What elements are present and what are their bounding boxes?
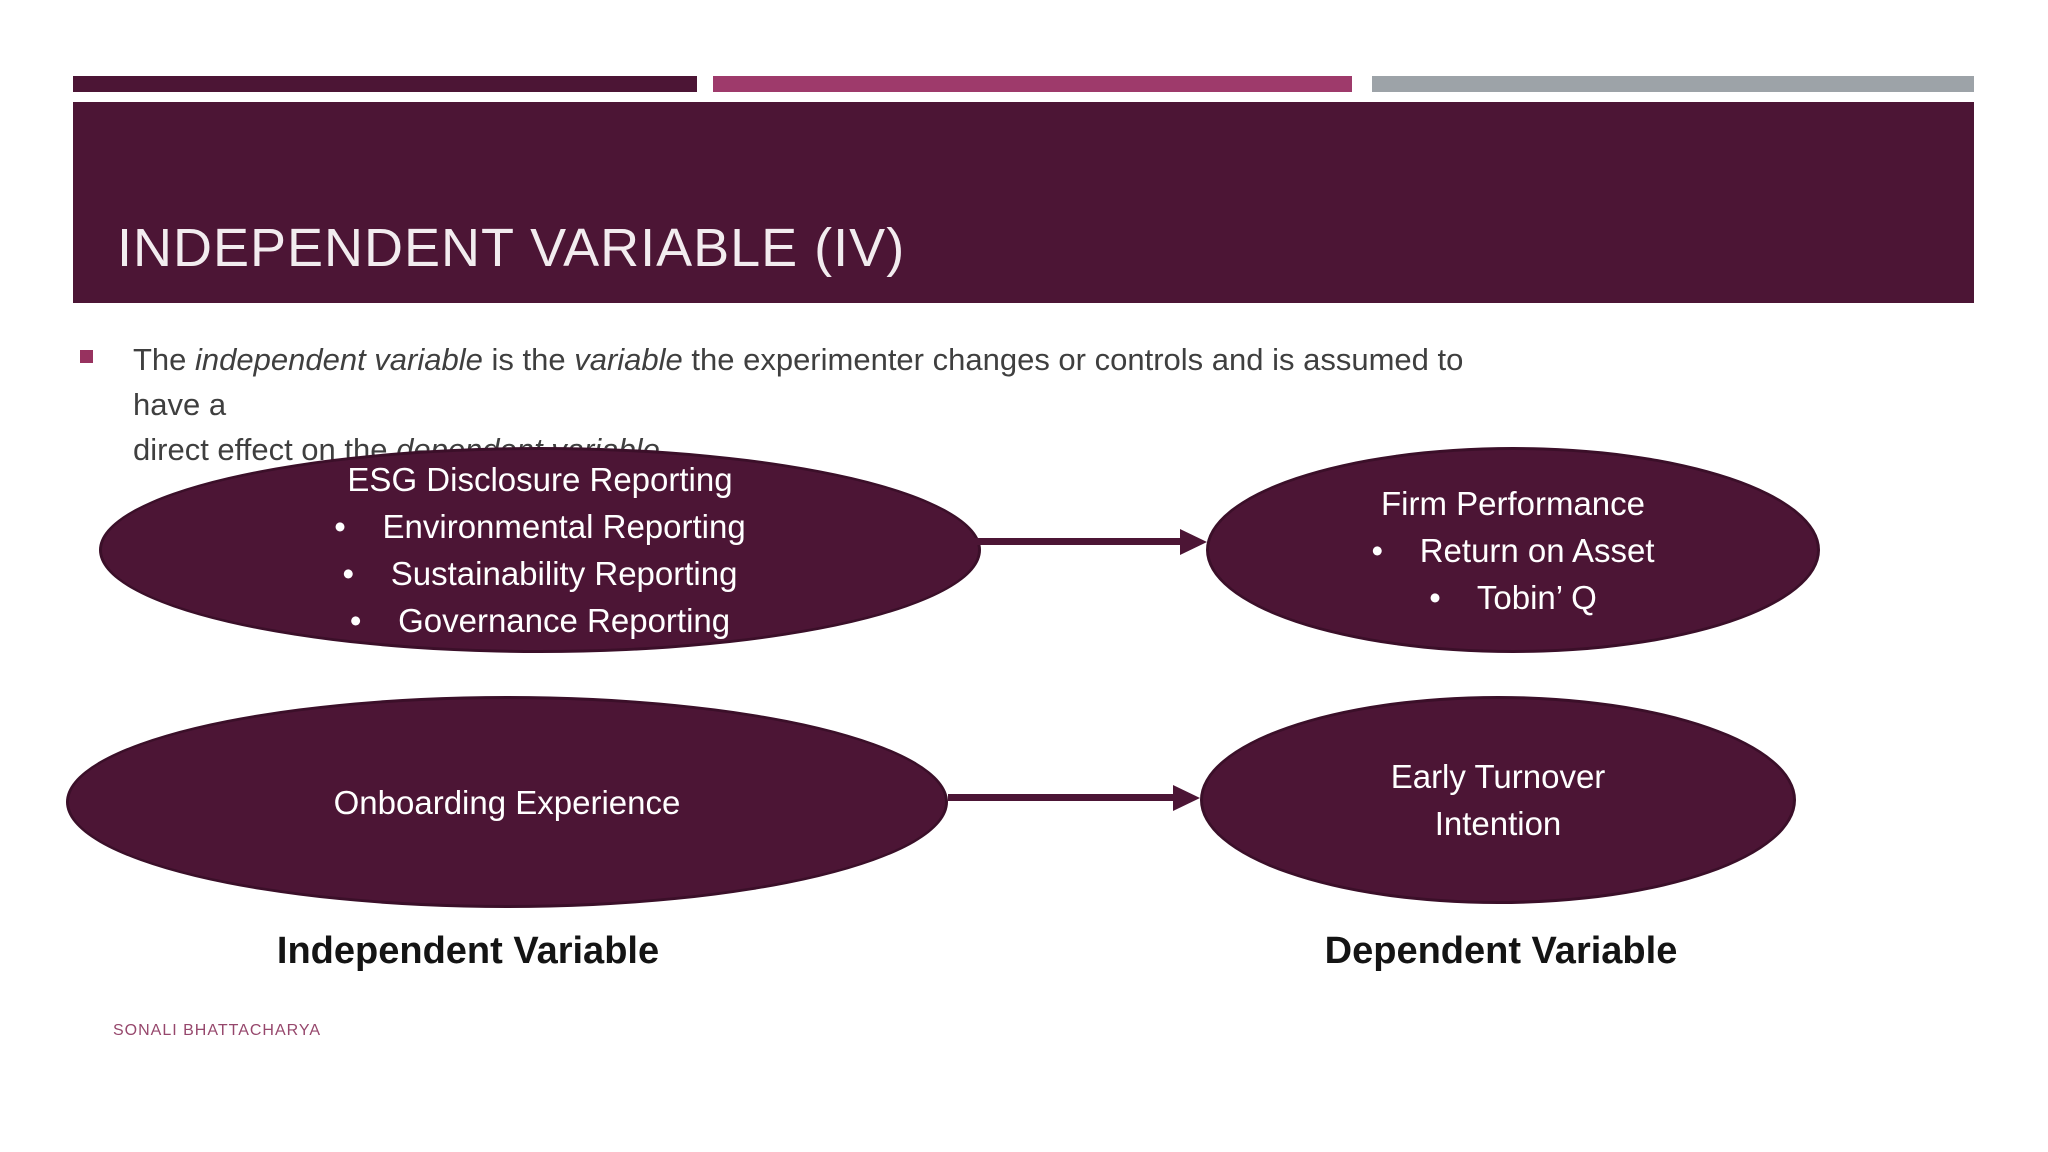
accent-bar-dark [73, 76, 697, 92]
arrow-bottom-head-icon [1173, 785, 1200, 811]
footer-author: SONALI BHATTACHARYA [113, 1022, 322, 1039]
ellipse-line: ESG Disclosure Reporting [347, 461, 733, 498]
arrow-top-head-icon [1180, 529, 1207, 555]
accent-bar-pink [713, 76, 1352, 92]
ellipse-line: • Return on Asset [1371, 531, 1655, 569]
ellipse-line: • Environmental Reporting [334, 508, 746, 545]
definition-paragraph: The independent variable is the variable… [133, 337, 1493, 472]
arrow-bottom-shaft [948, 794, 1174, 801]
paragraph-line: The independent variable is the variable… [133, 342, 1464, 422]
ellipse-line: • Governance Reporting [349, 602, 731, 639]
ellipse-esg-disclosure: ESG Disclosure Reporting • Environmental… [99, 447, 981, 653]
label-independent-variable: Independent Variable [276, 930, 660, 972]
ellipse-line: • Sustainability Reporting [342, 555, 738, 592]
bullet-square-icon [80, 350, 93, 363]
ellipse-line: Onboarding Experience [333, 783, 681, 821]
ellipse-line: • Tobin’ Q [1429, 578, 1597, 616]
ellipse-onboarding-experience: Onboarding Experience [66, 696, 948, 908]
title-band: INDEPENDENT VARIABLE (IV) [73, 102, 1974, 303]
arrow-top-shaft [963, 538, 1181, 545]
slide-title: INDEPENDENT VARIABLE (IV) [117, 218, 906, 278]
ellipse-early-turnover: Early Turnover Intention [1200, 696, 1796, 904]
ellipse-line: Early Turnover [1390, 758, 1606, 795]
accent-bar-gray [1372, 76, 1974, 92]
label-dependent-variable: Dependent Variable [1324, 930, 1678, 972]
ellipse-line: Intention [1434, 805, 1562, 842]
ellipse-line: Firm Performance [1380, 484, 1646, 522]
ellipse-firm-performance: Firm Performance • Return on Asset • Tob… [1206, 447, 1820, 653]
